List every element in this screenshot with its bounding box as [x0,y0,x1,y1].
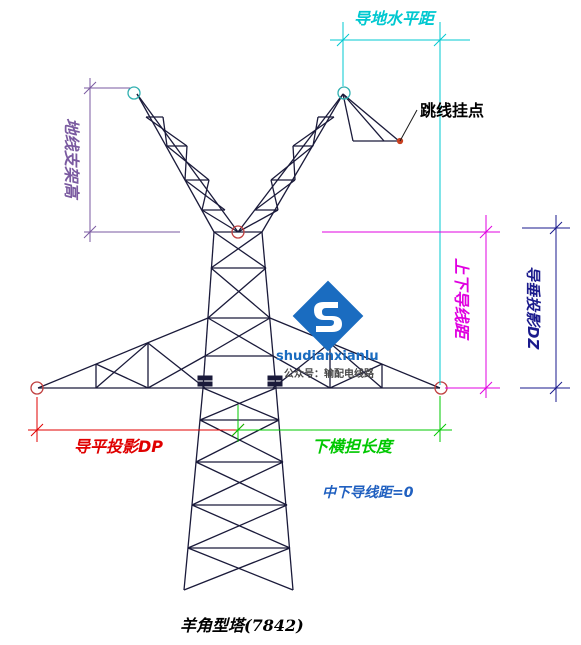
attachment-points [30,86,448,395]
label-lower-crossarm-length: 下横担长度 [312,437,395,456]
insulator-left [197,375,213,381]
label-conductor-horizontal-distance: 导地水平距 [354,9,437,28]
left-conductor-point [30,381,44,395]
label-jumper-hang-point: 跳线挂点 [420,101,484,120]
green-dimension [231,396,452,442]
purple-dimension [83,78,180,242]
magenta-dimension [322,215,500,398]
cyan-dimension [330,22,470,385]
label-conductor-vertical-projection: 导垂投影DZ [524,266,542,350]
left-ground-wire-point [127,86,141,100]
watermark-logo-icon [292,280,364,352]
navy-dimension [520,215,570,402]
center-top-point [231,225,245,239]
watermark-site: shudianxianlu [276,349,379,364]
label-tower-type: 羊角型塔(7842) [180,616,304,635]
right-ground-wire-point [337,86,351,100]
watermark-account: 公众号：输配电线路 [284,367,375,380]
watermark: shudianxianlu 公众号：输配电线路 [276,280,379,380]
tower-structure [37,93,441,591]
jumper-leader-line [399,109,418,142]
insulator-right [267,375,283,381]
label-conductor-horizontal-projection: 导平投影DP [74,437,163,456]
label-upper-lower-conductor-distance: 上下导线距 [452,258,471,341]
insulators [197,375,283,387]
label-middle-lower-conductor-distance: 中下导线距=0 [322,484,414,501]
label-ground-wire-support-height: 地线支架高 [62,118,81,201]
